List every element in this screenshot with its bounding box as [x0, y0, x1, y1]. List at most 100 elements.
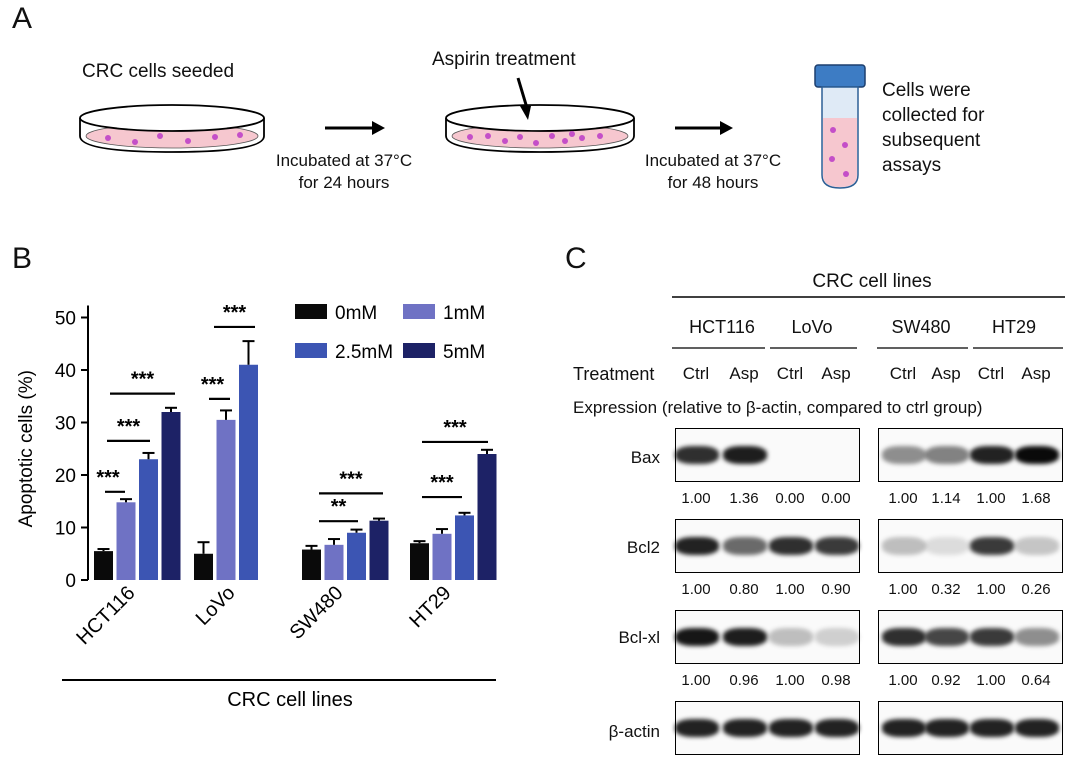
blot-panel-left	[675, 428, 860, 482]
treatment-asp: Asp	[931, 364, 961, 383]
bar-1mM-HCT116	[116, 502, 136, 580]
incubation-line: Incubated at 37°C	[275, 151, 413, 170]
expression-value: 1.00	[775, 581, 805, 598]
legend-label: 5mM	[443, 342, 485, 363]
blot-panel-left	[675, 701, 860, 755]
protein-band	[882, 446, 926, 464]
incubation-line: Incubated at 37°C	[644, 151, 782, 170]
significance-label: ***	[131, 369, 155, 391]
significance-label: ***	[96, 467, 120, 489]
treatment-label: Aspirin treatment	[432, 49, 576, 70]
protein-label: Bax	[630, 448, 660, 467]
expression-value: 1.00	[976, 581, 1006, 598]
protein-band	[1015, 719, 1059, 737]
protein-band	[925, 628, 969, 646]
cell-line-label: HT29	[991, 317, 1037, 337]
y-tick-label: 30	[55, 414, 76, 435]
culture-dish-seeded	[79, 104, 265, 153]
protein-band	[723, 628, 767, 646]
significance-label: ***	[339, 468, 363, 490]
bar-0mM-HT29	[410, 543, 429, 580]
bar-5mM-HT29	[477, 454, 497, 580]
expression-value: 0.00	[821, 490, 851, 507]
panel-b-letter: B	[12, 242, 33, 275]
y-tick-label: 50	[55, 309, 76, 330]
blot-panel-right	[878, 701, 1063, 755]
significance-label: ***	[223, 302, 247, 324]
bar-5mM-SW480	[369, 520, 389, 580]
protein-band	[769, 628, 813, 646]
bar-1mM-SW480	[324, 544, 344, 580]
expression-value: 0.32	[931, 581, 961, 598]
protein-band	[723, 719, 767, 737]
expression-value: 0.98	[821, 672, 851, 689]
protein-label: Bcl-xl	[618, 628, 660, 647]
legend-swatch	[403, 304, 435, 319]
expression-value: 1.00	[976, 490, 1006, 507]
y-tick-label: 20	[55, 466, 76, 487]
legend-swatch	[403, 343, 435, 358]
protein-band	[675, 719, 719, 737]
significance-label: **	[331, 496, 347, 518]
bar-2.5mM-SW480	[347, 532, 366, 580]
incubation-step-2: Incubated at 37°C for 48 hours	[645, 150, 781, 194]
bar-2.5mM-HCT116	[139, 459, 158, 580]
bar-1mM-HT29	[432, 533, 452, 580]
expression-value: 1.00	[888, 672, 918, 689]
cell-line-label: HCT116	[689, 317, 755, 337]
protein-band	[925, 446, 969, 464]
expression-value: 0.90	[821, 581, 851, 598]
treatment-asp: Asp	[821, 364, 851, 383]
x-axis-label: CRC cell lines	[227, 689, 353, 710]
bar-1mM-LoVo	[216, 419, 236, 580]
protein-label: Bcl2	[626, 538, 660, 557]
protein-band	[723, 446, 767, 464]
protein-label: β-actin	[608, 722, 660, 741]
protein-band	[815, 537, 859, 555]
legend-swatch	[295, 304, 327, 319]
collected-note: Cells were collected for subsequent assa…	[882, 78, 984, 178]
bar-2.5mM-LoVo	[239, 364, 258, 580]
treatment-ctrl: Ctrl	[776, 364, 804, 383]
collected-line: Cells were	[882, 80, 971, 101]
expression-value: 0.80	[729, 581, 759, 598]
expression-value: 1.14	[931, 490, 961, 507]
protein-band	[723, 537, 767, 555]
protein-band	[882, 537, 926, 555]
protein-band	[882, 719, 926, 737]
y-tick-label: 0	[65, 571, 76, 592]
treatment-row-label: Treatment	[573, 364, 655, 384]
y-tick-label: 10	[55, 519, 76, 540]
collected-line: assays	[882, 155, 942, 176]
collected-line: subsequent	[882, 130, 981, 151]
panel-a-schematic	[79, 64, 866, 189]
protein-band	[925, 719, 969, 737]
protein-band	[970, 628, 1014, 646]
expression-note: Expression (relative to β-actin, compare…	[573, 398, 983, 417]
expression-value: 1.00	[888, 581, 918, 598]
treatment-asp: Asp	[729, 364, 759, 383]
y-axis-label: Apoptotic cells (%)	[16, 370, 37, 527]
bar-0mM-LoVo	[194, 553, 213, 580]
treatment-ctrl: Ctrl	[682, 364, 710, 383]
incubation-line: for 48 hours	[667, 173, 759, 192]
blot-panel-right	[878, 610, 1063, 664]
bar-5mM-HCT116	[161, 412, 181, 580]
legend-label: 2.5mM	[335, 342, 393, 363]
blot-panel-right	[878, 519, 1063, 573]
panel-a-letter: A	[12, 2, 33, 35]
expression-value: 1.00	[775, 672, 805, 689]
legend-label: 1mM	[443, 303, 485, 324]
expression-value: 1.00	[681, 490, 711, 507]
culture-dish-treated	[445, 104, 635, 153]
protein-band	[1015, 628, 1059, 646]
expression-value: 0.00	[775, 490, 805, 507]
arrow-right-icon	[325, 121, 385, 135]
blot-panel-right	[878, 428, 1063, 482]
protein-band	[882, 628, 926, 646]
treatment-ctrl: Ctrl	[977, 364, 1005, 383]
incubation-line: for 24 hours	[298, 173, 390, 192]
legend-label: 0mM	[335, 303, 377, 324]
